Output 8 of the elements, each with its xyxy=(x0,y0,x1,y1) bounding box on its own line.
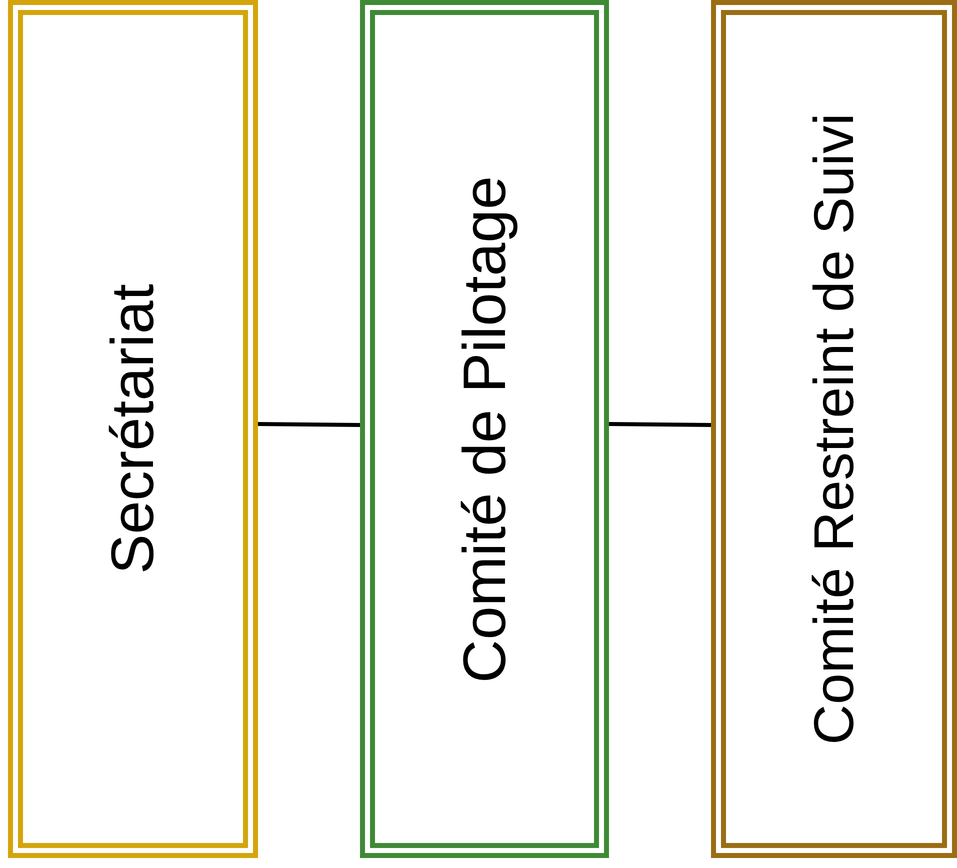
connector-line xyxy=(608,422,712,427)
box-label: Comité Restreint de Suivi xyxy=(803,113,865,745)
connector-line xyxy=(258,422,360,427)
group-box xyxy=(8,0,258,858)
group-box xyxy=(360,0,609,858)
box-label: Secrétariat xyxy=(100,284,166,574)
group-box xyxy=(711,0,957,858)
box-label: Comité de Pilotage xyxy=(452,176,518,682)
